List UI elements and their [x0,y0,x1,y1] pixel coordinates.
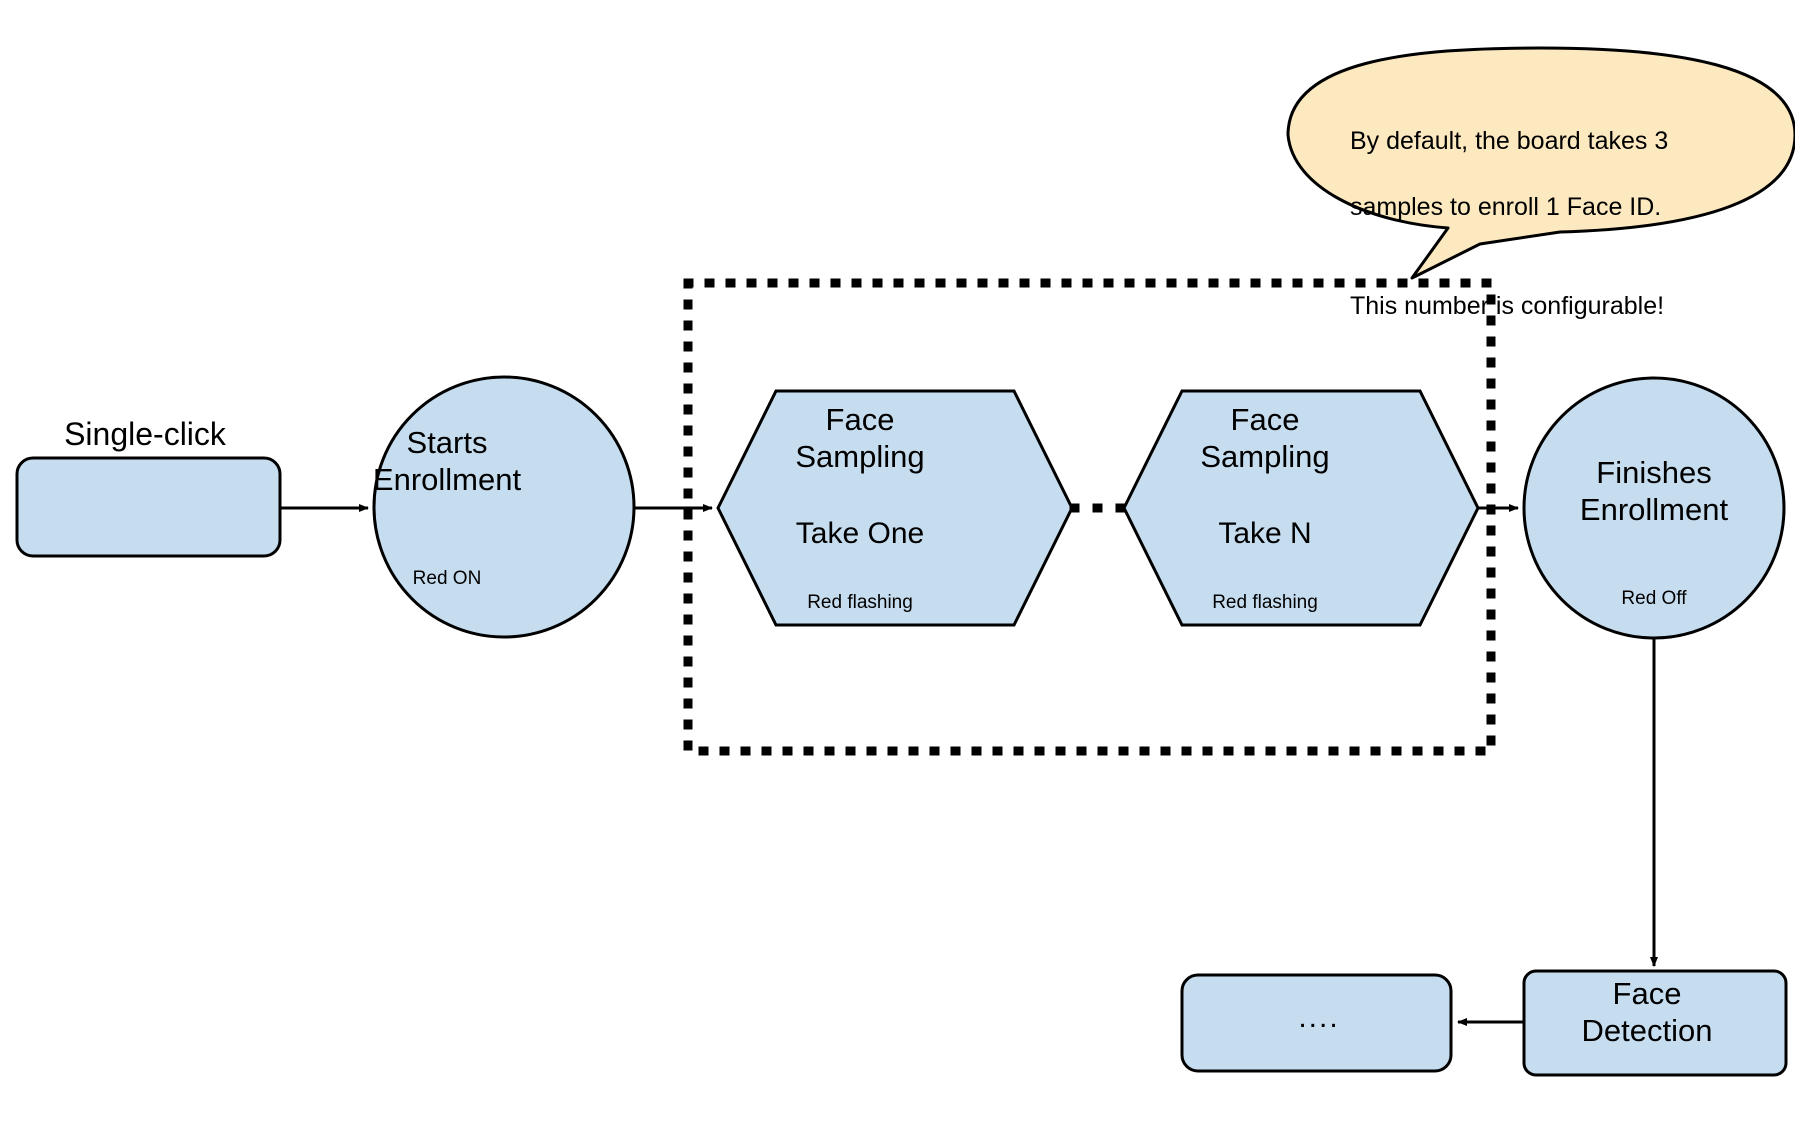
callout-bubble [1286,46,1795,280]
node-finishes-enrollment[interactable] [1522,376,1786,640]
node-continuation[interactable] [1180,973,1453,1073]
repeat-group-border [683,278,1496,756]
node-single-click[interactable] [15,456,282,558]
node-starts-enrollment[interactable] [372,375,636,639]
node-face-sampling-one[interactable] [716,389,1074,627]
node-face-detection[interactable] [1522,969,1788,1077]
node-face-sampling-n[interactable] [1122,389,1480,627]
